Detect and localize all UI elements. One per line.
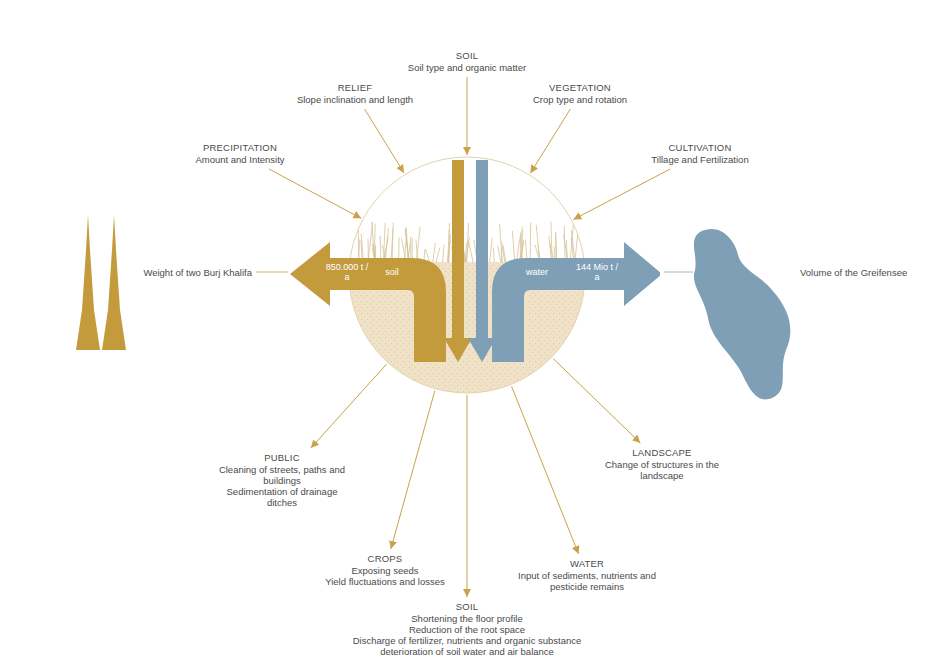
- factor-text: Slope inclination and length: [280, 94, 430, 105]
- factor-text: Tillage and Fertilization: [630, 154, 770, 165]
- factor-block: VEGETATIONCrop type and rotation: [510, 82, 650, 105]
- comparison-label: Volume of the Greifensee: [800, 267, 907, 278]
- factor-text: Discharge of fertilizer, nutrients and o…: [337, 635, 597, 646]
- factor-block: PRECIPITATIONAmount and Intensity: [170, 142, 310, 165]
- factor-heading: VEGETATION: [510, 82, 650, 93]
- factor-text: Amount and Intensity: [170, 154, 310, 165]
- factor-text: Exposing seeds: [320, 565, 450, 576]
- factor-text: Sedimentation of drainage ditches: [212, 486, 352, 508]
- flow-label: 144 Mio t / a: [575, 262, 619, 282]
- factor-block: PUBLICCleaning of streets, paths and bui…: [212, 452, 352, 508]
- influence-arrow: [365, 109, 404, 173]
- factor-heading: RELIEF: [280, 82, 430, 93]
- flow-label: 850.000 t / a: [325, 262, 369, 282]
- factor-block: SOILShortening the floor profileReductio…: [337, 601, 597, 657]
- factor-text: Crop type and rotation: [510, 94, 650, 105]
- factor-heading: LANDSCAPE: [587, 447, 737, 458]
- factor-heading: SOIL: [337, 601, 597, 612]
- influence-arrow: [530, 109, 570, 173]
- soil-illustration: [285, 155, 660, 400]
- factor-block: WATERInput of sediments, nutrients and p…: [510, 558, 665, 592]
- factor-heading: PRECIPITATION: [170, 142, 310, 153]
- water-down-arrow: [468, 160, 496, 362]
- factor-block: CROPSExposing seedsYield fluctuations an…: [320, 553, 450, 587]
- leader-line: [256, 272, 288, 273]
- connectors: [269, 77, 670, 597]
- influence-arrow: [311, 364, 387, 448]
- factor-heading: CULTIVATION: [630, 142, 770, 153]
- factor-heading: WATER: [510, 558, 665, 569]
- erosion-circle: 850.000 t / a soil water 144 Mio t / a: [285, 155, 660, 400]
- burj-khalifa-icon: [102, 215, 126, 350]
- influence-arrow: [391, 391, 435, 549]
- factor-text: deterioration of soil water and air bala…: [337, 646, 597, 657]
- influence-arrow: [467, 77, 468, 155]
- leader-line: [664, 272, 693, 273]
- influence-arrow: [553, 359, 640, 443]
- influence-arrow: [573, 169, 670, 220]
- factor-block: SOILSoil type and organic matter: [387, 50, 547, 73]
- comparison-label: Weight of two Burj Khalifa: [143, 267, 252, 278]
- factor-block: CULTIVATIONTillage and Fertilization: [630, 142, 770, 165]
- water-outflow-arrow: [492, 242, 660, 362]
- factor-text: Soil type and organic matter: [387, 62, 547, 73]
- factor-heading: CROPS: [320, 553, 450, 564]
- influence-arrow: [269, 169, 361, 218]
- flow-label: water: [520, 267, 554, 277]
- factor-text: Yield fluctuations and losses: [320, 576, 450, 587]
- flow-label: soil: [377, 267, 407, 277]
- soil-outflow-arrow: [290, 242, 446, 362]
- factor-text: Input of sediments, nutrients and pestic…: [510, 570, 665, 592]
- factor-text: Change of structures in the landscape: [587, 459, 737, 481]
- factor-block: LANDSCAPEChange of structures in the lan…: [587, 447, 737, 481]
- factor-heading: SOIL: [387, 50, 547, 61]
- factor-heading: PUBLIC: [212, 452, 352, 463]
- greifensee-lake: [694, 229, 790, 399]
- factor-text: Shortening the floor profile: [337, 613, 597, 624]
- influence-arrow: [512, 386, 579, 554]
- influence-arrow: [467, 395, 468, 597]
- grass: [358, 221, 578, 262]
- factor-text: Cleaning of streets, paths and buildings: [212, 464, 352, 486]
- factor-block: RELIEFSlope inclination and length: [280, 82, 430, 105]
- burj-khalifa-icons: [76, 215, 126, 350]
- burj-khalifa-icon: [76, 215, 100, 350]
- soil-down-arrow: [444, 160, 472, 362]
- factor-text: Reduction of the root space: [337, 624, 597, 635]
